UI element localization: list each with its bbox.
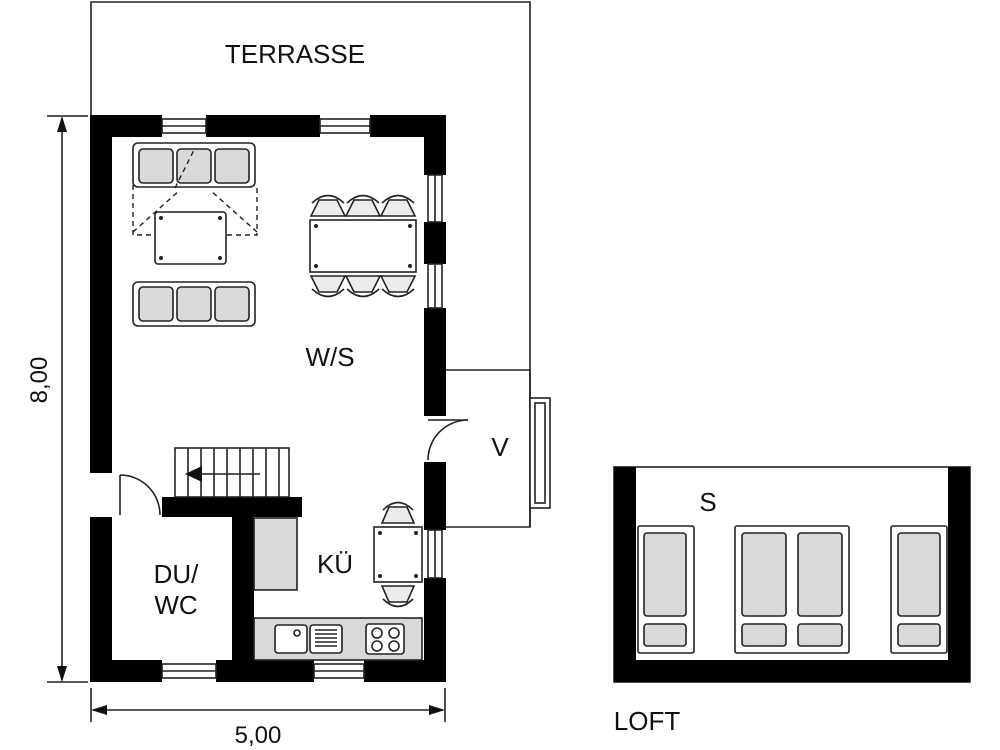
dining-table [309, 219, 417, 273]
height-dimension [47, 115, 88, 683]
loft-bed-1 [637, 525, 695, 654]
width-dimension [90, 688, 446, 722]
vestibule [444, 369, 551, 528]
doors [119, 419, 469, 516]
loft-caption: LOFT [614, 706, 681, 736]
staircase [174, 447, 290, 498]
sofa-bottom [132, 281, 256, 327]
loft-bedroom-label: S [699, 487, 716, 517]
width-dimension-label: 5,00 [235, 722, 282, 749]
vestibule-label: V [491, 432, 509, 462]
loft-walls [613, 466, 971, 683]
windows [161, 118, 443, 679]
exterior-walls [90, 115, 446, 682]
height-dimension-label: 8,00 [26, 357, 53, 404]
terrace-label: TERRASSE [225, 39, 365, 69]
kitchen-label: KÜ [317, 549, 353, 579]
sofa-top [132, 142, 256, 188]
loft-bed-2 [890, 525, 948, 654]
coffee-table [154, 211, 227, 265]
bathroom-label-line2: WC [154, 590, 197, 620]
dining-chairs [309, 194, 417, 298]
loft-double-bed [734, 525, 850, 654]
living-room-label: W/S [305, 342, 354, 372]
kitchen-counter [253, 617, 423, 661]
bathroom-label-line1: DU/ [154, 559, 200, 589]
kitchen-counter-side [253, 517, 298, 591]
kitchen-table [373, 501, 423, 608]
